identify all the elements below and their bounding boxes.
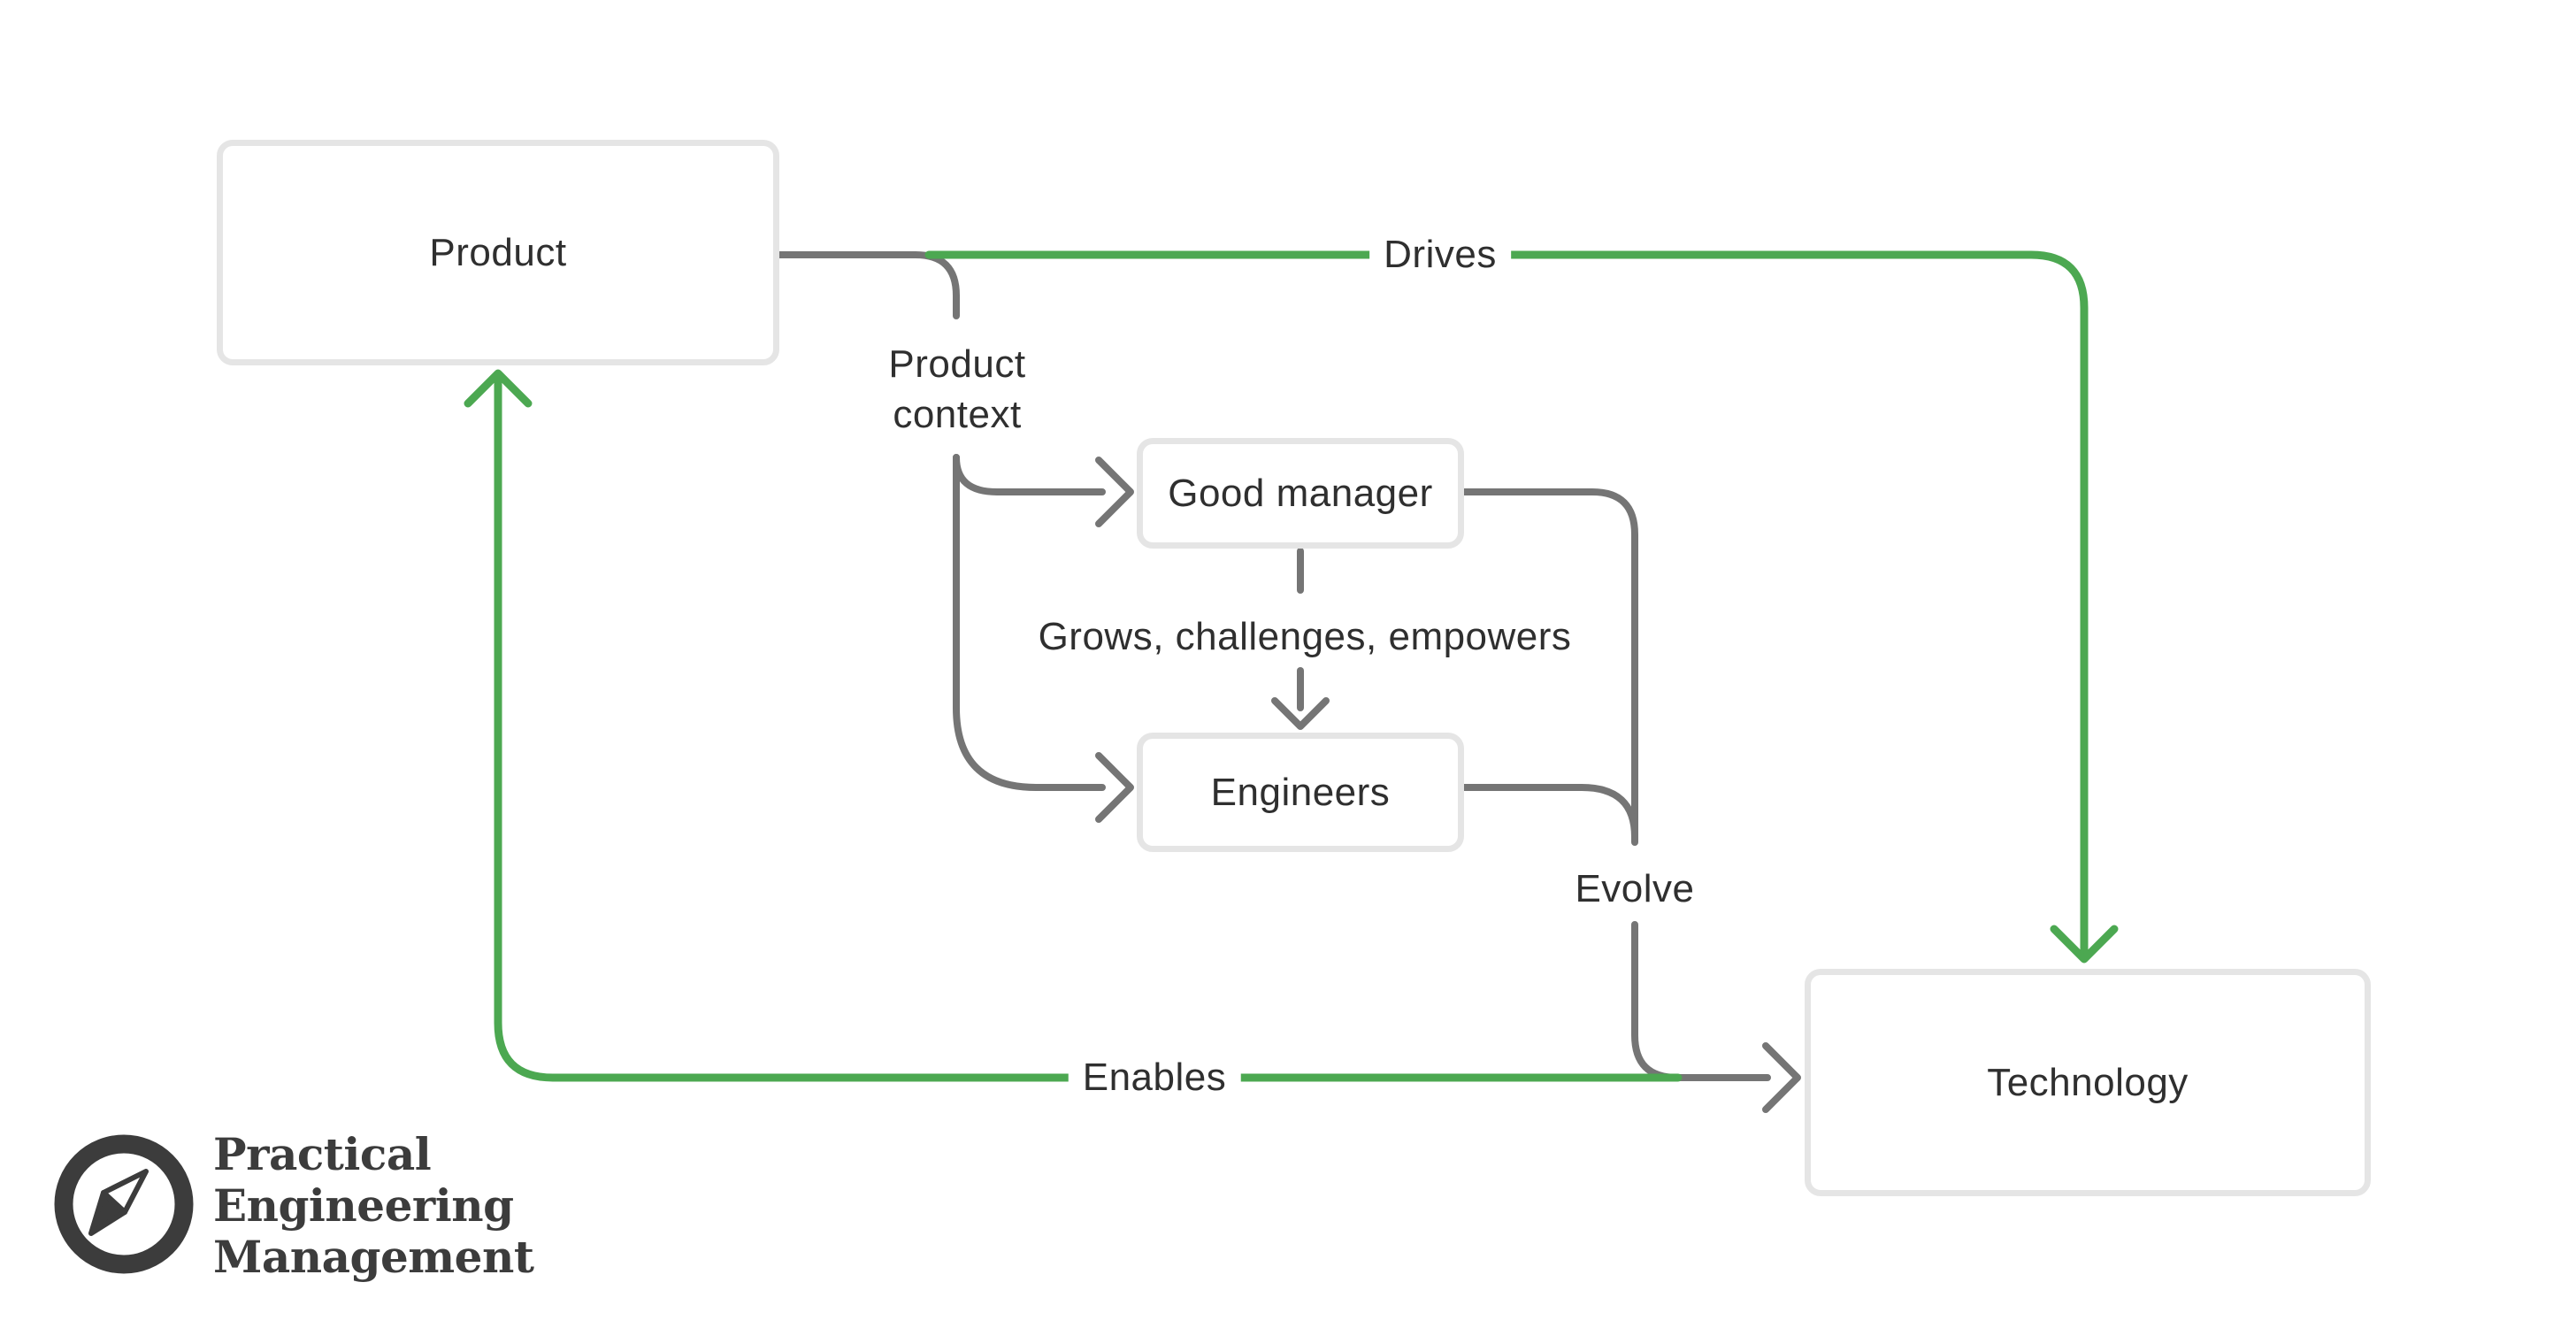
arrowhead-technology-left [1762,1042,1801,1113]
brand-logo-line2: Engineering [213,1179,514,1232]
node-technology: Technology [1805,969,2371,1196]
node-technology-label: Technology [1987,1060,2189,1104]
arrowhead-good-manager [1095,457,1134,527]
edge-label-product-context: Product context [851,335,1063,443]
node-engineers-label: Engineers [1210,770,1391,814]
edge-label-drives: Drives [1369,229,1511,280]
edge-engineers-right-join [1460,784,1638,841]
edge-label-grows-challenges-empowers: Grows, challenges, empowers [1024,611,1586,663]
edge-context-to-engineers [953,454,1106,791]
arrowhead-engineers [1095,752,1134,823]
edge-drives [924,250,2089,958]
edge-product-out [776,251,960,319]
edge-label-evolve: Evolve [1560,864,1709,915]
compass-icon [54,1134,194,1274]
brand-logo-text: Practical Engineering Management [213,1128,534,1283]
node-good-manager: Good manager [1137,438,1464,549]
node-product: Product [217,140,779,365]
node-good-manager-label: Good manager [1168,471,1433,515]
brand-logo: Practical Engineering Management [54,1129,534,1283]
edge-context-to-good-manager [953,454,1106,495]
arrowhead-enables-product-bottom [464,369,533,408]
brand-logo-line3: Management [213,1231,534,1283]
node-engineers: Engineers [1137,733,1464,852]
arrowhead-drives-technology-top [2050,925,2119,964]
node-product-label: Product [429,230,567,274]
edge-enables [494,378,1683,1082]
edge-goodmanager-right-down [1460,488,1638,846]
brand-logo-line1: Practical [213,1128,432,1180]
arrowhead-engineers-top [1271,697,1330,730]
edge-label-enables: Enables [1068,1052,1241,1103]
edge-evolve-to-technology [1631,921,1771,1081]
